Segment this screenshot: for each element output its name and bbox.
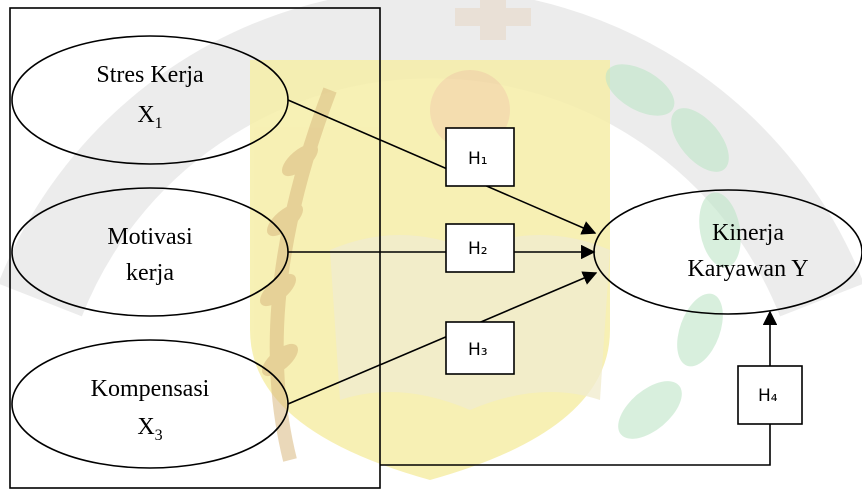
node-motivasi-kerja: Motivasi kerja — [11, 187, 289, 317]
hypothesis-h3-label: H₃ — [468, 340, 488, 360]
node-kinerja-karyawan: Kinerja Karyawan Y — [593, 189, 862, 315]
node-motivasi-kerja-label-2: kerja — [126, 260, 174, 286]
hypothesis-h1-label: H₁ — [468, 149, 488, 169]
hypothesis-h3: H₃ — [445, 321, 515, 375]
node-kompensasi-symbol: X3 — [137, 414, 162, 444]
watermark-cross-icon — [455, 0, 531, 40]
node-kinerja-karyawan-label-1: Kinerja — [712, 220, 784, 246]
hypothesis-h4: H₄ — [737, 365, 803, 425]
hypothesis-h2-box — [445, 223, 515, 273]
hypothesis-h1-box — [445, 127, 515, 187]
watermark-shield-icon — [250, 60, 610, 480]
watermark — [0, 0, 862, 480]
hypothesis-h3-box — [445, 321, 515, 375]
node-motivasi-kerja-label-1: Motivasi — [107, 224, 193, 250]
watermark-laurel-left-icon — [259, 87, 337, 462]
node-kinerja-karyawan-ellipse — [593, 189, 862, 315]
node-kompensasi: Kompensasi X3 — [11, 339, 289, 469]
hypothesis-h4-label: H₄ — [758, 386, 778, 406]
node-stres-kerja-label: Stres Kerja — [96, 62, 204, 88]
hypothesis-h1: H₁ — [445, 127, 515, 187]
arrow-x3-to-y — [287, 271, 598, 405]
arrow-simultaneous-to-y — [380, 310, 778, 466]
arrow-x1-to-y — [287, 99, 597, 235]
independent-variables-frame — [9, 7, 381, 489]
node-motivasi-kerja-ellipse — [11, 187, 289, 317]
node-stres-kerja: Stres Kerja X1 — [11, 35, 289, 165]
node-kinerja-karyawan-label-2: Karyawan Y — [687, 256, 808, 282]
arrows — [287, 99, 778, 466]
node-kompensasi-label: Kompensasi — [91, 376, 210, 402]
node-stres-kerja-ellipse — [11, 35, 289, 165]
node-stres-kerja-symbol: X1 — [137, 102, 162, 132]
node-kompensasi-ellipse — [11, 339, 289, 469]
hypothesis-h2: H₂ — [445, 223, 515, 273]
watermark-laurel-right-icon — [605, 64, 741, 439]
watermark-ring-icon — [0, 0, 862, 317]
hypothesis-h4-box — [737, 365, 803, 425]
hypothesis-h2-label: H₂ — [468, 239, 488, 259]
